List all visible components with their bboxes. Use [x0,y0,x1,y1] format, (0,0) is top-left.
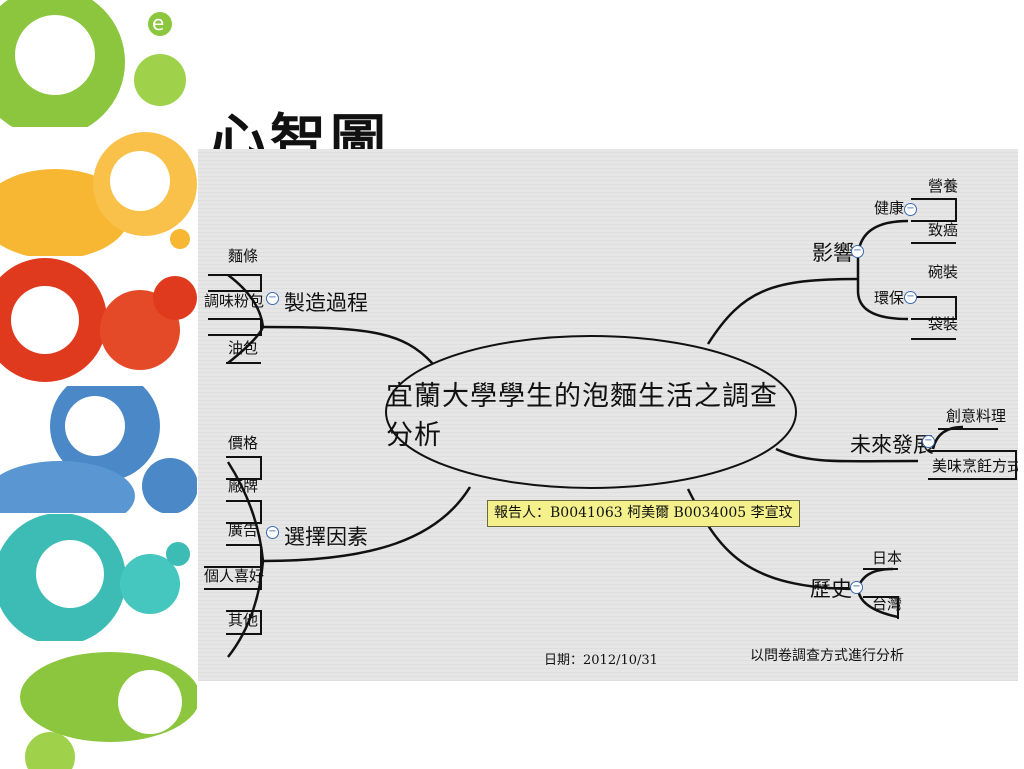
link-influence [706,277,859,345]
link-environment [856,290,909,321]
link-manufacturing [262,325,434,365]
collapse-icon[interactable]: − [266,526,279,539]
svg-text:e: e [152,11,164,35]
decor-tile-yellow [0,129,197,256]
method-label: 以問卷調查方式進行分析 [750,648,904,664]
link-future [775,447,919,463]
mind-map: 宜蘭大學學生的泡麵生活之調查分析 報告人：B0041063 柯美爾 B00340… [198,149,1018,681]
collapse-icon[interactable]: − [922,435,935,448]
link-choice [262,486,472,563]
decor-tile-teal [0,514,197,641]
center-topic[interactable]: 宜蘭大學學生的泡麵生活之調查分析 [386,338,796,488]
collapse-icon[interactable]: − [904,291,917,304]
leaf-seasoning[interactable]: 調味粉包 [204,292,265,310]
node-environment[interactable]: 環保 [874,289,905,307]
leaf-taiwan[interactable]: 台灣 [872,595,903,613]
leaf-other[interactable]: 其他 [228,611,259,629]
collapse-icon[interactable]: − [266,292,279,305]
leaf-oil-packet[interactable]: 油包 [228,339,259,357]
leaf-preference[interactable]: 個人喜好 [204,567,265,585]
center-topic-shape [385,335,797,489]
leaf-nutrition[interactable]: 營養 [928,177,959,195]
link-leaf-creative [931,425,964,450]
leaf-noodles[interactable]: 麵條 [228,247,259,265]
branch-manufacturing[interactable]: 製造過程 [284,291,368,315]
branch-influence[interactable]: 影響 [812,241,854,265]
collapse-icon[interactable]: − [850,581,863,594]
decor-tile-red [0,258,197,385]
reporter-label: 報告人：B0041063 柯美爾 B0034005 李宣玟 [487,500,800,527]
leaf-creative-cuisine[interactable]: 創意料理 [946,407,1007,425]
leaf-bowl[interactable]: 碗裝 [928,263,959,281]
decor-tile-green: e [0,0,197,127]
leaf-cooking-method[interactable]: 美味烹飪方式 [932,457,1018,475]
leaf-bag[interactable]: 袋裝 [928,315,959,333]
decor-tile-green-2 [0,642,197,769]
branch-future[interactable]: 未來發展 [850,433,934,457]
branch-history[interactable]: 歷史 [810,577,852,601]
branch-choice-factors[interactable]: 選擇因素 [284,525,368,549]
leaf-carcinogen[interactable]: 致癌 [928,221,959,239]
leaf-japan[interactable]: 日本 [872,549,903,567]
collapse-icon[interactable]: − [851,245,864,258]
link-health [856,219,909,260]
leaf-advertising[interactable]: 廣告 [228,521,259,539]
decor-tile-blue [0,386,197,513]
node-health[interactable]: 健康 [874,199,905,217]
link-leaf-noodles [227,274,265,328]
date-label: 日期：2012/10/31 [544,653,658,668]
leaf-brand[interactable]: 廠牌 [228,477,259,495]
leaf-price[interactable]: 價格 [228,434,259,452]
collapse-icon[interactable]: − [904,203,917,216]
link-leaf-japan [856,567,894,590]
center-topic-label: 宜蘭大學學生的泡麵生活之調查分析 [386,381,778,451]
decorative-strip: e [0,0,197,769]
